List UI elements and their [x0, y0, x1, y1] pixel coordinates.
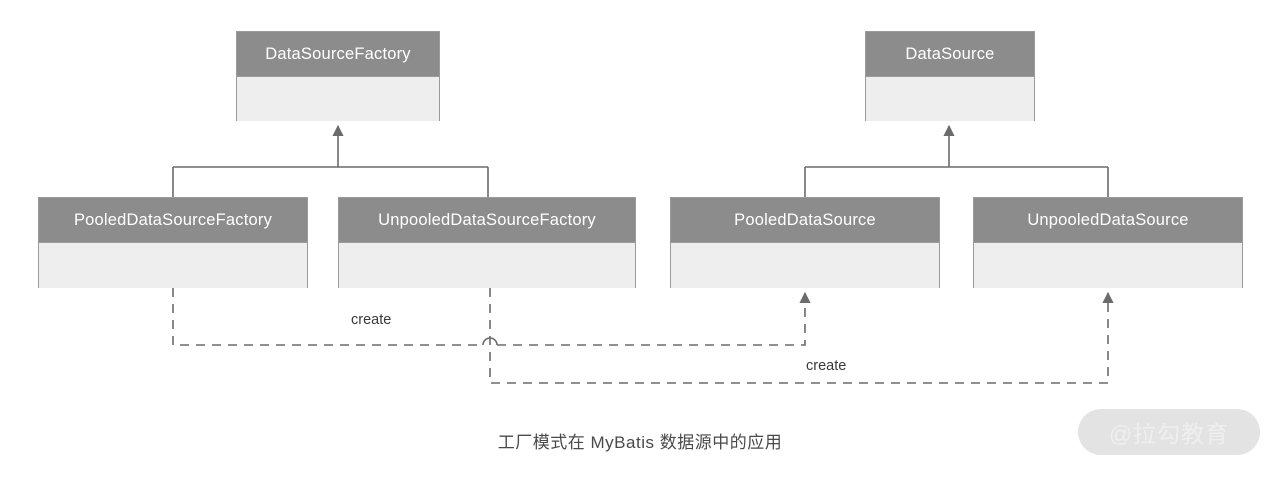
class-box-unpooleddatasourcefactory[interactable]: UnpooledDataSourceFactory: [338, 197, 636, 288]
edge-label-pooled-create: create: [351, 312, 392, 328]
class-members-unpooleddatasourcefactory: [339, 243, 635, 288]
class-name-datasourcefactory: DataSourceFactory: [237, 32, 439, 77]
inheritance-edge-datasourcefactory: [172, 124, 489, 197]
class-name-pooleddatasourcefactory: PooledDataSourceFactory: [39, 198, 307, 243]
class-members-unpooleddatasource: [974, 243, 1242, 288]
class-name-pooleddatasource: PooledDataSource: [671, 198, 939, 243]
class-members-datasourcefactory: [237, 77, 439, 121]
class-members-pooleddatasourcefactory: [39, 243, 307, 288]
inheritance-edge-datasource: [804, 124, 1109, 197]
class-members-pooleddatasource: [671, 243, 939, 288]
dependency-edge-pooled-create: [172, 288, 811, 346]
diagram-caption: 工厂模式在 MyBatis 数据源中的应用: [497, 433, 783, 452]
class-box-datasourcefactory[interactable]: DataSourceFactory: [236, 31, 440, 121]
class-box-datasource[interactable]: DataSource: [865, 31, 1035, 121]
class-name-unpooleddatasource: UnpooledDataSource: [974, 198, 1242, 243]
line-hop: [482, 337, 498, 346]
dependency-edge-unpooled-create: [489, 288, 1114, 384]
class-box-pooleddatasource[interactable]: PooledDataSource: [670, 197, 940, 288]
edge-label-unpooled-create: create: [806, 358, 847, 374]
class-name-unpooleddatasourcefactory: UnpooledDataSourceFactory: [339, 198, 635, 243]
class-box-pooleddatasourcefactory[interactable]: PooledDataSourceFactory: [38, 197, 308, 288]
class-members-datasource: [866, 77, 1034, 121]
watermark-badge: @拉勾教育: [1078, 409, 1260, 455]
class-box-unpooleddatasource[interactable]: UnpooledDataSource: [973, 197, 1243, 288]
class-name-datasource: DataSource: [866, 32, 1034, 77]
